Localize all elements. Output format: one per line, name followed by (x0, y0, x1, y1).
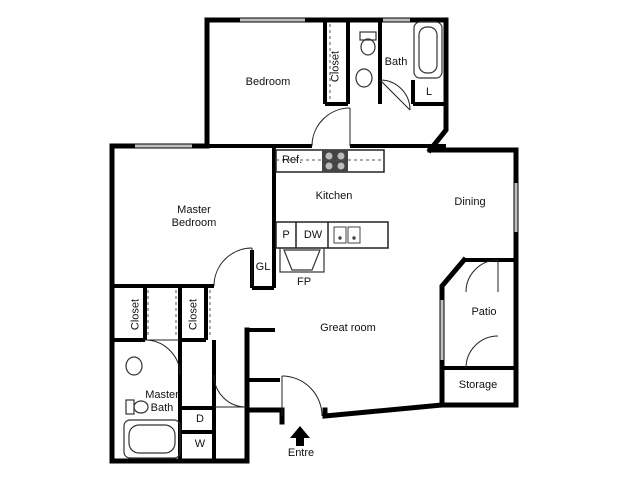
label-dining: Dining (454, 196, 486, 208)
closet-rods (147, 24, 384, 338)
label-fireplace: FP (296, 276, 312, 288)
label-storage: Storage (458, 379, 498, 391)
label-great-room: Great room (320, 322, 376, 334)
label-bedroom: Bedroom (245, 76, 291, 88)
sink-icon (333, 226, 361, 244)
door-swing-icon (144, 79, 499, 417)
fireplace-icon (279, 247, 325, 273)
label-closet-top: Closet (329, 50, 342, 83)
label-dishwasher: DW (303, 229, 323, 241)
bathtub-icon (123, 21, 443, 459)
label-laundry: L (425, 86, 433, 98)
label-master-bedroom: Master Bedroom (171, 204, 217, 229)
label-bath: Bath (384, 56, 408, 68)
label-refrigerator: Ref. (282, 154, 303, 166)
label-patio: Patio (471, 306, 497, 318)
label-washer: W (194, 438, 206, 450)
label-gl: GL (255, 261, 271, 273)
sink-icon (125, 68, 373, 376)
label-kitchen: Kitchen (315, 190, 353, 202)
label-closet-left: Closet (129, 298, 142, 331)
entry-arrow-icon (290, 426, 310, 446)
windows (135, 18, 518, 360)
label-dryer: D (196, 413, 204, 425)
label-entry: Entre (287, 447, 315, 459)
label-pantry: P (282, 229, 290, 241)
label-closet-mid: Closet (187, 298, 200, 331)
toilet-icon (125, 31, 377, 415)
stove-icon (322, 150, 348, 172)
interior-walls (112, 20, 516, 461)
label-master-bath: Master Bath (145, 389, 179, 414)
